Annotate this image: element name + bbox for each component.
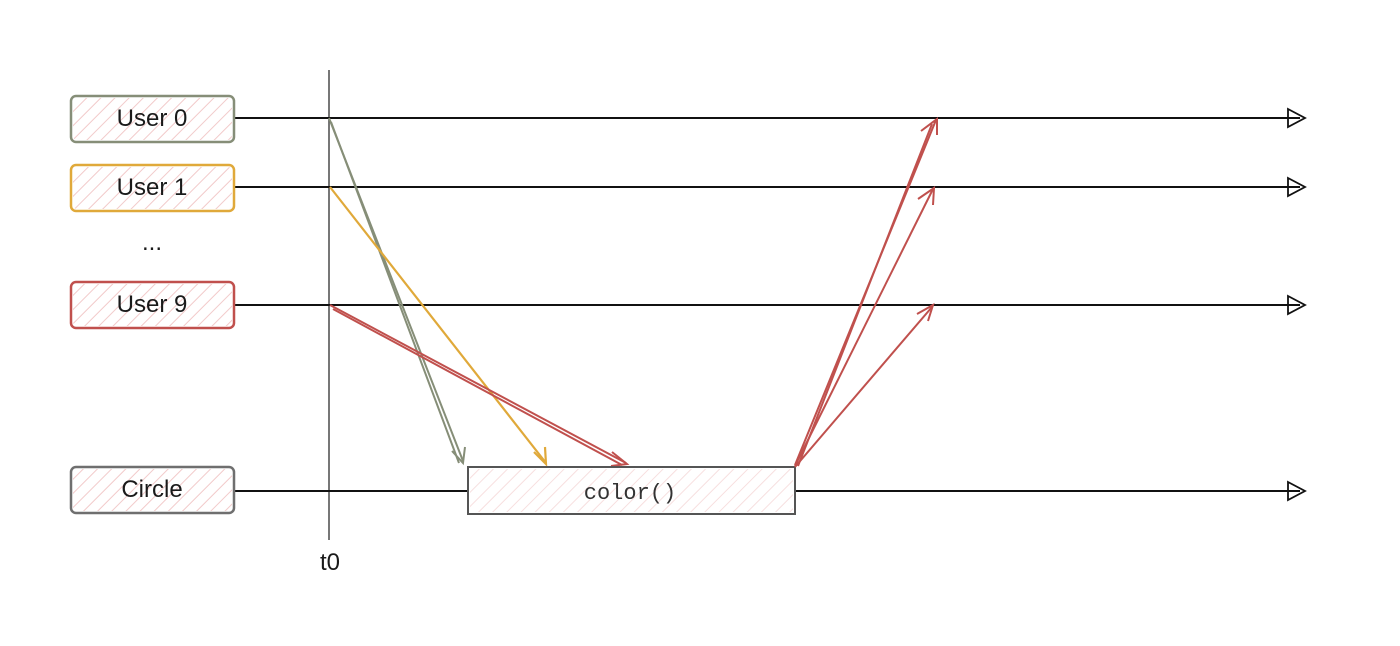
request-arrow-user1	[329, 186, 548, 467]
response-arrow-user1	[794, 186, 936, 467]
lifeline-user1	[235, 176, 1307, 198]
participant-label: User 9	[117, 291, 188, 318]
ellipsis: ...	[142, 229, 162, 256]
process-label: color()	[584, 481, 676, 506]
participant-label: User 0	[117, 105, 188, 132]
request-arrow-user9	[329, 304, 630, 467]
response-arrow-user0	[794, 117, 938, 467]
participant-label: User 1	[117, 174, 188, 201]
response-arrow-user9	[794, 302, 935, 468]
participant-circle: Circle	[69, 465, 236, 515]
t0-label: t0	[320, 549, 340, 576]
participant-user1: User 1	[69, 163, 236, 213]
request-arrow-user0	[328, 117, 466, 466]
lifeline-user9	[235, 294, 1307, 316]
process-box: color()	[467, 466, 796, 515]
participant-label: Circle	[121, 476, 182, 503]
participant-user0: User 0	[69, 94, 236, 144]
lifeline-user0	[235, 107, 1307, 129]
participant-user9: User 9	[69, 280, 236, 330]
lifeline-circle	[235, 480, 1307, 502]
